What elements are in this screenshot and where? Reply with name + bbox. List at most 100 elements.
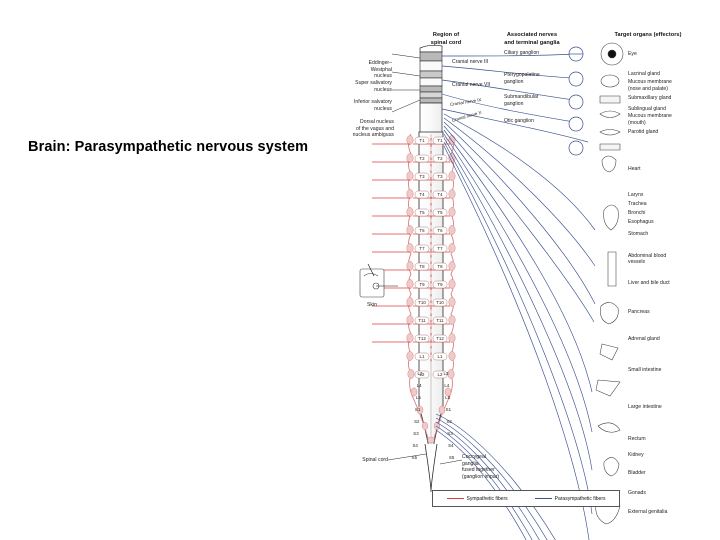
vertebral-level-label: L4	[416, 383, 422, 388]
vertebral-level-label: T8	[419, 264, 425, 269]
vertebral-level-label: L5	[415, 395, 421, 400]
legend-swatch-sympathetic	[446, 498, 464, 499]
target-organ-label: Heart	[628, 166, 641, 173]
sympathetic-chain-ganglia	[406, 135, 456, 444]
target-organ-label: Submaxillary gland	[628, 94, 672, 101]
target-organ-icons	[595, 42, 624, 525]
vertebral-level-label: T4	[437, 192, 443, 197]
target-organ-label: Trachea	[628, 200, 647, 207]
label-cranial-nerve-7: Cranial nerve VII	[452, 82, 491, 88]
vertebral-level-label: L4	[444, 383, 450, 388]
diagram-drawing	[359, 42, 624, 540]
column-header-organs: Target organs (effectors)	[614, 32, 682, 38]
vertebral-level-label: T10	[436, 300, 444, 305]
label-inferior-salivatory: Inferior salvatory nucleus	[353, 99, 392, 112]
vertebral-level-label: T7	[437, 246, 443, 251]
target-organ-label: Kidney	[628, 451, 644, 458]
vertebral-level-label: T1	[419, 138, 425, 143]
vertebral-level-label: T4	[419, 192, 425, 197]
vertebral-level-label: L1	[419, 354, 425, 359]
vertebral-level-label: T9	[437, 282, 443, 287]
legend-item-sympathetic: Sympathetic fibers	[446, 495, 508, 502]
vertebral-level-label: S2	[446, 419, 452, 424]
vertebral-level-label: S5	[411, 455, 418, 460]
vertebral-level-label: L2	[437, 372, 443, 377]
vertebral-level-label: S3	[413, 431, 419, 436]
vertebral-level-label: T5	[419, 210, 425, 215]
target-organ-label: Eye	[628, 50, 637, 57]
target-organ-label: Esophagus	[628, 218, 654, 225]
vertebral-level-label: T12	[418, 336, 426, 341]
vertebral-level-label: T9	[419, 282, 425, 287]
parasympathetic-fibers	[435, 53, 596, 540]
anatomy-figure: Region of spinal cord Associated nerves …	[352, 14, 718, 540]
label-cranial-nerve-3: Cranial nerve III	[452, 59, 489, 65]
terminal-ganglia-symbols	[568, 46, 584, 156]
legend-item-parasympathetic: Parasympathetic fibers	[534, 495, 606, 502]
target-organ-label: Large intestine	[628, 404, 662, 411]
target-organ-label: Bronchi	[628, 210, 646, 217]
target-organ-label: Mucous membrane (mouth)	[628, 113, 672, 126]
vertebral-level-label: T10	[418, 300, 426, 305]
vertebral-level-label: S4	[448, 443, 454, 448]
vertebral-level-label: T6	[437, 228, 443, 233]
vertebral-level-label: T11	[418, 318, 426, 323]
vertebral-level-label: S1	[445, 407, 452, 412]
target-organ-label: External genitalia	[628, 508, 668, 515]
label-superior-salivatory: Super salivatory nucleus	[355, 80, 392, 93]
column-header-nerves: Associated nerves and terminal ganglia	[504, 32, 560, 46]
label-spinal-cord: Spinal cord	[362, 457, 388, 463]
target-organ-label: Mucous membrane (nose and palate)	[628, 79, 672, 92]
target-organ-label: Larynx	[628, 191, 644, 198]
label-coccygeal-ganglia: Coccygeal ganglia fused together (gangli…	[462, 454, 500, 480]
vertebral-level-boxes	[414, 136, 448, 379]
target-organ-label: Small intestine	[628, 367, 662, 374]
vertebral-level-label: T8	[437, 264, 443, 269]
vertebral-level-label: L5	[445, 395, 451, 400]
label-skin: Skin	[367, 302, 377, 308]
label-edinger-westphal: Eddinger–Westphal nucleus	[368, 60, 392, 80]
vertebral-level-label: L2	[419, 372, 425, 377]
brainstem	[419, 44, 443, 138]
target-organ-label: Abdominal blood vessels	[628, 252, 667, 266]
target-organ-label: Bladder	[628, 469, 646, 476]
nuclei-leader-lines	[387, 53, 463, 465]
target-organ-label: Rectum	[628, 435, 646, 442]
vertebral-level-label: S2	[414, 419, 420, 424]
vertebral-level-label: T3	[419, 174, 425, 179]
target-organ-label: Adrenal gland	[628, 335, 660, 342]
vertebral-level-label: L3	[443, 371, 449, 376]
vertebral-level-label: L3	[417, 371, 423, 376]
vertebral-level-label: S3	[447, 431, 453, 436]
vertebral-level-label: T2	[437, 156, 443, 161]
skin-icon	[359, 263, 398, 298]
legend-label-sympathetic: Sympathetic fibers	[466, 495, 508, 502]
label-pterygopalatine-ganglion: Pterygopalatine ganglion	[504, 72, 540, 85]
vertebral-level-label: S1	[414, 407, 421, 412]
vertebral-level-label: T11	[436, 318, 444, 323]
target-organ-label: Stomach	[628, 231, 649, 238]
vertebral-level-label: S4	[412, 443, 418, 448]
vertebral-level-label: T7	[419, 246, 425, 251]
label-otic-ganglion: Otic ganglion	[504, 118, 534, 124]
vertebral-level-label: T6	[419, 228, 425, 233]
vertebral-level-label: T3	[437, 174, 443, 179]
target-organ-label: Pancreas	[628, 308, 650, 315]
legend: Sympathetic fibers Parasympathetic fiber…	[432, 490, 620, 507]
vertebral-level-label: T2	[419, 156, 425, 161]
label-ciliary-ganglion: Ciliary ganglion	[504, 50, 540, 56]
vertebral-level-label: T12	[436, 336, 444, 341]
label-dorsal-vagus-nucleus: Dorsal nucleus of the vagus and nucleus …	[352, 119, 394, 139]
label-submandibular-ganglion: Submandibular ganglion	[504, 94, 539, 107]
legend-swatch-parasympathetic	[534, 498, 552, 499]
target-organ-label: Sublingual gland	[628, 106, 666, 113]
column-header-region: Region of spinal cord	[430, 32, 462, 46]
target-organ-label: Lacrinal gland	[628, 71, 660, 78]
target-organ-label: Gonads	[628, 489, 646, 496]
vertebral-level-label: T5	[437, 210, 443, 215]
vertebral-level-label: T1	[437, 138, 443, 143]
vertebral-level-label: L1	[437, 354, 443, 359]
target-organ-label: Liver and bile duct	[628, 279, 670, 286]
legend-label-parasympathetic: Parasympathetic fibers	[554, 495, 606, 502]
